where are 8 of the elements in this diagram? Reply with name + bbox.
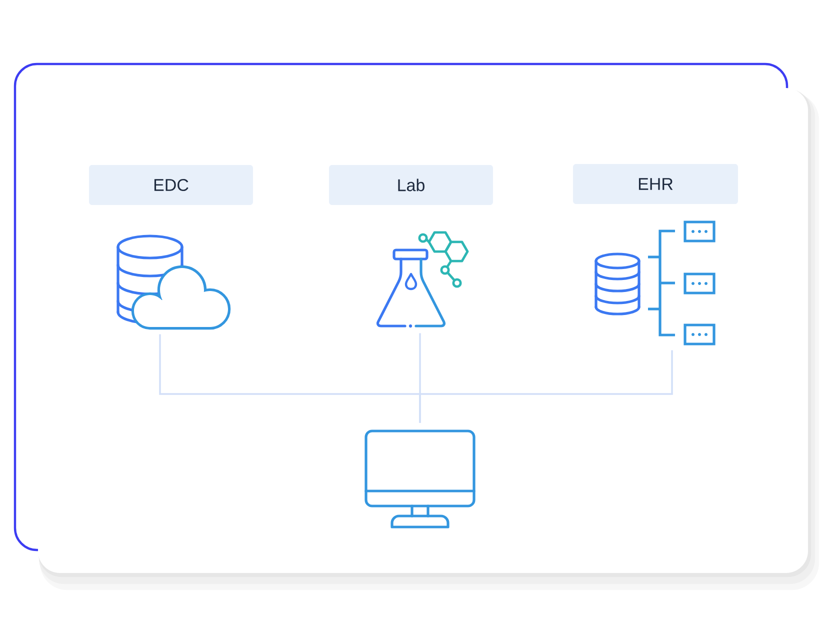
source-label-box: Lab (329, 165, 493, 205)
monitor-icon (364, 430, 476, 528)
source-label-box: EHR (573, 164, 738, 204)
database-tree-icon (594, 220, 716, 346)
source-label-box: EDC (89, 165, 253, 205)
database-cloud-icon (116, 234, 231, 330)
connector-line (419, 350, 673, 423)
flask-molecule-icon (376, 231, 469, 328)
